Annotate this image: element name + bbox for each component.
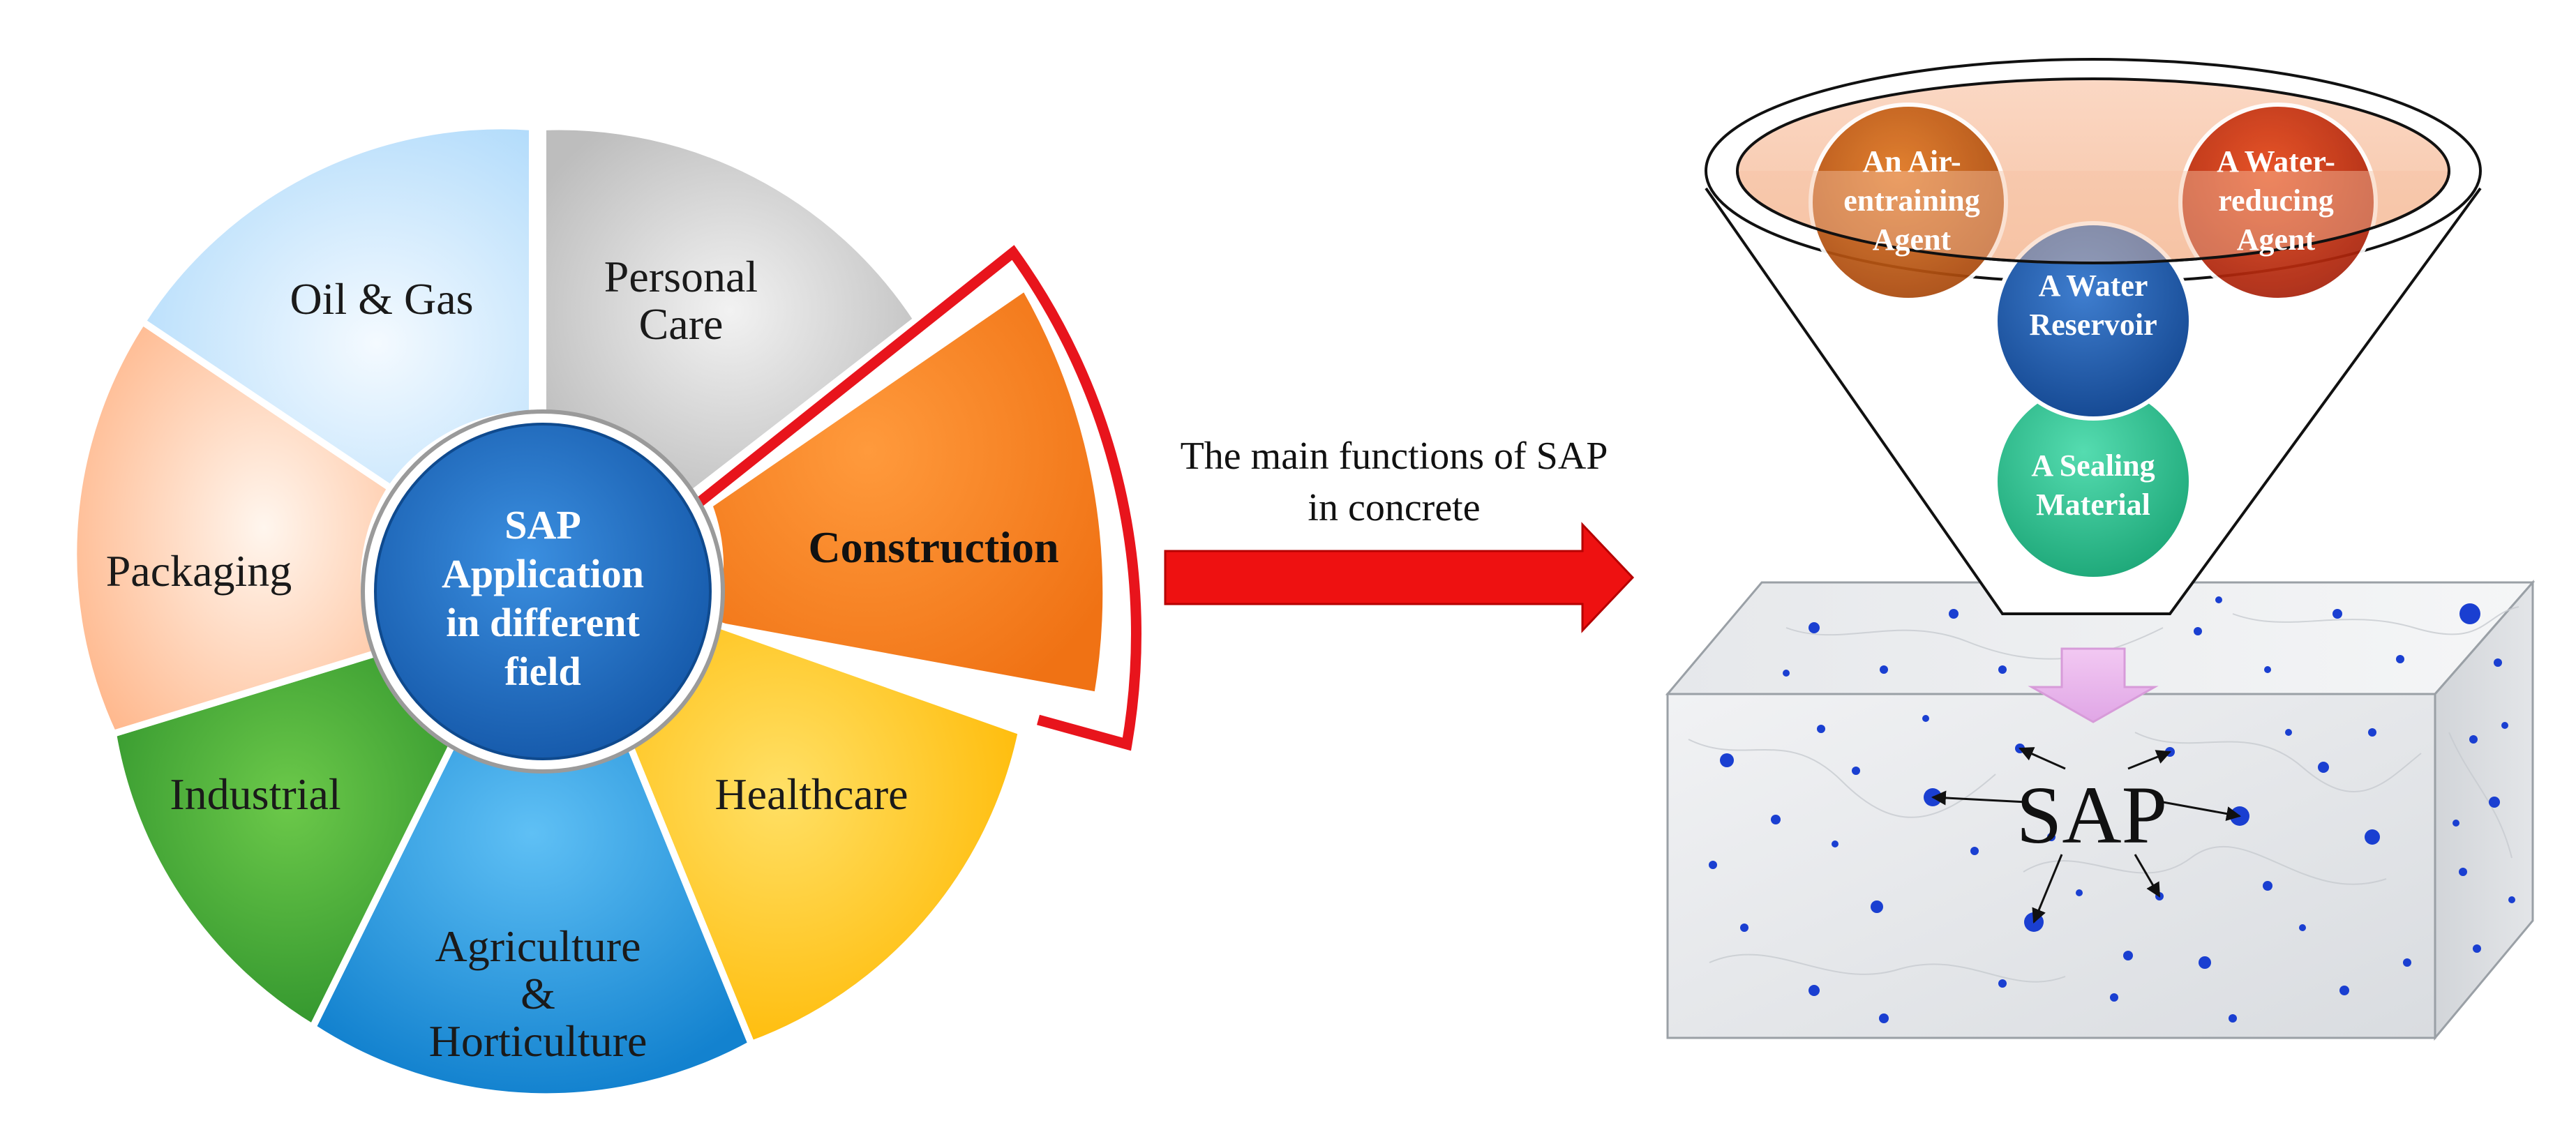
segment-label-packaging: Packaging xyxy=(106,546,292,596)
sap-particle xyxy=(2263,881,2272,891)
sap-particle xyxy=(1809,985,1820,996)
center-label-line4: field xyxy=(504,649,581,694)
sap-particle xyxy=(1740,923,1748,932)
bubble-water-reservoir xyxy=(1993,221,2193,421)
sap-particle xyxy=(2459,868,2467,876)
sap-particle xyxy=(2076,889,2083,896)
segment-label-personal-care-1: Personal xyxy=(604,252,758,301)
sap-particle xyxy=(1852,767,1860,775)
sap-particle xyxy=(2215,596,2222,603)
segment-label-agriculture-3: Horticulture xyxy=(429,1016,647,1066)
sap-particle xyxy=(2473,944,2481,953)
bubble-air-entraining xyxy=(1809,103,2008,302)
center-label-line1: SAP xyxy=(504,502,581,548)
concrete-block: SAP xyxy=(1665,580,2536,1041)
sap-particle xyxy=(2318,762,2329,773)
water-reducing-label-3: Agent xyxy=(2237,223,2316,257)
sap-particle xyxy=(1783,670,1790,677)
sap-particle xyxy=(1709,861,1717,869)
sap-particle xyxy=(2299,924,2306,931)
funnel-rim-front xyxy=(1736,170,2450,264)
sap-particle xyxy=(2199,956,2211,969)
sap-particle xyxy=(2194,627,2202,635)
air-entraining-label-3: Agent xyxy=(1873,223,1952,257)
sap-particle xyxy=(1922,715,1929,722)
sap-particle xyxy=(2494,658,2502,667)
red-right-arrow xyxy=(1164,522,1635,633)
segment-label-personal-care-2: Care xyxy=(639,299,724,349)
segment-label-construction: Construction xyxy=(808,522,1058,572)
sap-particles xyxy=(1709,596,2515,1023)
sap-particle xyxy=(2285,729,2292,736)
sap-particle xyxy=(2469,735,2478,744)
sap-particle xyxy=(2229,1014,2237,1023)
water-reducing-label-1: A Water- xyxy=(2217,144,2335,179)
bubble-water-reducing xyxy=(2178,103,2378,302)
water-reservoir-label-1: A Water xyxy=(2039,269,2148,303)
sap-particle xyxy=(1817,725,1825,733)
sap-particle xyxy=(1998,979,2007,988)
center-label-line2: Application xyxy=(442,551,644,596)
sap-particle xyxy=(2264,666,2271,673)
water-reservoir-label-2: Reservoir xyxy=(2029,308,2157,342)
functions-funnel: An Air- entraining Agent A Water- reduci… xyxy=(1705,58,2482,615)
sap-particle xyxy=(1871,900,1883,913)
sap-particle xyxy=(2110,993,2118,1002)
sap-particle xyxy=(1809,622,1820,633)
sap-particle xyxy=(1879,1013,1889,1023)
segment-label-agriculture-1: Agriculture xyxy=(435,921,641,971)
pink-down-arrow xyxy=(2028,647,2159,723)
segment-label-industrial: Industrial xyxy=(170,769,340,819)
segment-label-agriculture-2: & xyxy=(521,969,555,1018)
wheel-center-circle xyxy=(374,423,712,760)
sap-particle xyxy=(2453,820,2459,827)
sap-particle xyxy=(1880,665,1888,674)
sap-application-wheel: Personal Care Construction Healthcare Ag… xyxy=(70,122,1141,1101)
sap-particle xyxy=(1970,847,1979,855)
sap-pointer-arrows xyxy=(1931,747,2242,923)
segment-label-oil-gas: Oil & Gas xyxy=(290,274,473,324)
sap-particle xyxy=(2047,833,2055,841)
sealing-material-label-2: Material xyxy=(2036,488,2150,522)
functions-arrow: The main functions of SAP in concrete xyxy=(1164,435,1635,633)
center-label-line3: in different xyxy=(446,600,640,645)
sap-particle xyxy=(2459,603,2480,624)
sap-particle xyxy=(2365,829,2380,845)
sealing-material-label-1: A Sealing xyxy=(2031,448,2155,483)
concrete-sap-label: SAP xyxy=(2016,769,2167,861)
sap-particle xyxy=(1832,840,1839,847)
sap-particle xyxy=(2123,951,2133,960)
construction-highlight-border xyxy=(694,245,1141,751)
sap-particle xyxy=(1949,609,1959,619)
sap-particle xyxy=(2368,728,2376,737)
sap-particle xyxy=(2332,609,2342,619)
air-entraining-label-1: An Air- xyxy=(1862,144,1961,179)
sap-particle xyxy=(2508,896,2515,903)
water-reducing-label-2: reducing xyxy=(2218,183,2333,218)
sap-particle xyxy=(2489,797,2500,808)
arrow-caption-line1: The main functions of SAP xyxy=(1181,435,1608,478)
sap-particle xyxy=(1998,665,2007,674)
sap-particle xyxy=(1771,815,1781,824)
segment-label-healthcare: Healthcare xyxy=(714,769,908,819)
sap-particle xyxy=(2339,986,2349,995)
concrete-front-face xyxy=(1666,693,2436,1039)
sap-particle xyxy=(1720,753,1734,767)
sap-particle xyxy=(2501,722,2508,729)
sap-particle xyxy=(2403,958,2411,967)
sap-particle xyxy=(2396,655,2404,663)
air-entraining-label-2: entraining xyxy=(1843,183,1980,218)
arrow-caption-line2: in concrete xyxy=(1308,486,1480,529)
